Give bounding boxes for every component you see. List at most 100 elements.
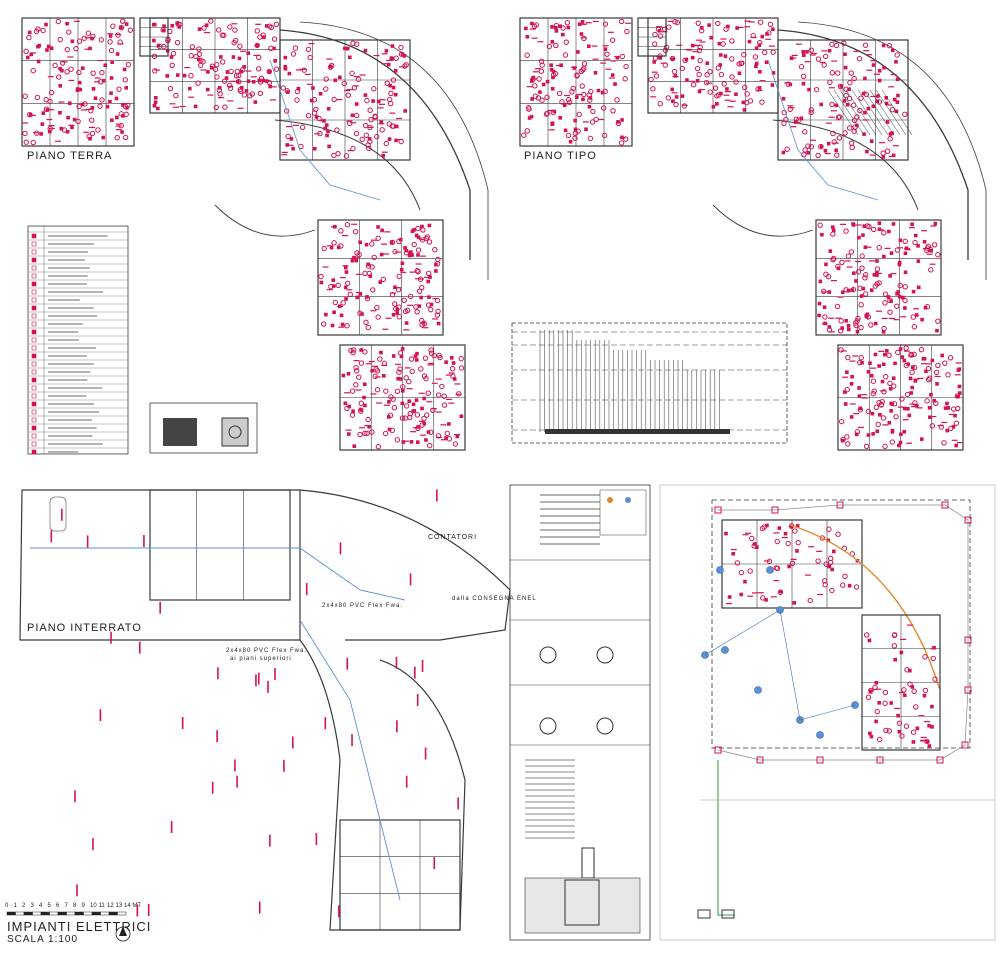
plan-ground-right-wing-device <box>426 279 431 284</box>
site-building-right-device <box>930 704 934 709</box>
plan-typical-bottom-wing-device <box>875 421 881 428</box>
plan-typical-bottom-wing-device <box>849 382 854 386</box>
plan-ground-bottom-wing-device <box>352 444 357 448</box>
plan-typical-left-wing-device <box>581 35 587 42</box>
plan-ground-bottom-wing-device <box>377 356 383 362</box>
plan-ground-curved-rooms-device <box>349 70 355 77</box>
plan-typical-curved-rooms-device <box>829 41 835 47</box>
plan-typical-right-wing-device <box>855 329 860 334</box>
plan-typical-right-wing-device <box>857 285 863 291</box>
plan-ground-left-wing-device <box>115 115 119 120</box>
plan-ground-bottom-wing-device <box>441 393 447 399</box>
plan-typical-right-wing-device <box>855 315 861 322</box>
plan-ground-middle-wing-device <box>273 59 277 63</box>
plan-typical-right-wing-device <box>861 286 865 291</box>
plan-ground-bottom-wing-device <box>370 368 374 373</box>
plan-ground-middle-wing-device <box>196 46 202 52</box>
plan-typical-right-wing-device <box>840 326 844 330</box>
plan-typical-right-wing-device <box>817 222 823 228</box>
plan-typical-curved-rooms-device <box>799 116 804 121</box>
plan-ground-left-wing-device <box>125 61 132 68</box>
plan-typical-middle-wing-device <box>690 43 695 48</box>
plan-ground-bottom-wing-device <box>452 441 459 447</box>
legend-symbol <box>31 337 37 343</box>
site-building-top-device <box>766 558 773 564</box>
plan-ground-curved-rooms-device <box>323 76 329 82</box>
plan-ground-curved-rooms-device <box>312 146 317 151</box>
plan-ground-bottom-wing-device <box>365 416 371 423</box>
plan-ground-left-wing-device <box>105 104 110 109</box>
plan-typical-curved-rooms-device <box>808 107 815 113</box>
plan-ground-right-wing-device <box>421 320 426 325</box>
scale-bar-segment <box>49 911 59 916</box>
plan-typical-right-wing-walls <box>815 219 942 336</box>
plan-ground-left-wing-device <box>76 38 83 44</box>
plan-typical-bottom-wing-device <box>889 409 893 413</box>
plan-ground-bottom-wing-device <box>449 365 456 372</box>
plan-typical-left-wing-device <box>524 52 530 58</box>
plan-ground-bottom-wing-device <box>415 351 419 356</box>
plan-typical-right-wing-device <box>862 291 869 297</box>
plan-ground-curved-rooms-device <box>372 113 378 119</box>
plan-typical-left-wing-device <box>551 69 556 74</box>
plan-typical-middle-wing-device <box>685 78 689 82</box>
plan-ground-right-wing-walls <box>317 219 444 336</box>
plan-ground-middle-wing-device <box>241 92 248 98</box>
plan-ground-curved-rooms-device <box>345 46 350 51</box>
plan-typical-curved-rooms-device <box>848 70 854 76</box>
plan-ground-bottom-wing-device <box>450 356 454 360</box>
plan-ground-middle-wing-device <box>208 18 214 24</box>
plan-ground-bottom-wing-device <box>341 373 346 378</box>
plan-typical-bottom-wing-device <box>940 353 944 358</box>
plan-typical-bottom-wing-device <box>881 389 887 395</box>
plan-typical-bottom-wing-device <box>907 413 912 418</box>
plan-ground-middle-wing-device <box>237 56 242 61</box>
plan-typical-right-wing-device <box>873 321 878 326</box>
site-building-right-device <box>896 713 900 718</box>
plan-ground-right-wing-device <box>380 276 386 283</box>
legend-symbol <box>31 321 37 327</box>
plan-typical-curved-rooms-device <box>880 150 886 156</box>
plan-typical-bottom-wing-device <box>957 367 962 371</box>
plan-typical-right-wing-device <box>888 274 892 278</box>
plan-ground-curved-rooms-device <box>388 83 392 88</box>
plan-ground-curve-outer-2 <box>299 21 489 280</box>
plan-typical-middle-wing-device <box>741 84 748 91</box>
sheet-title: IMPIANTI ELETTRICI <box>7 919 152 934</box>
plan-typical-curved-rooms-device <box>819 102 823 107</box>
plan-ground-left-wing-device <box>109 91 113 95</box>
plan-ground-middle-wing-device <box>214 61 220 68</box>
plan-typical-left-wing-device <box>618 18 625 25</box>
plan-typical-left-wing-device <box>530 97 534 101</box>
detail-pipe-3 <box>539 717 557 735</box>
scale-bar-segment <box>100 911 110 916</box>
plan-typical-bottom-wing-device <box>935 362 941 369</box>
plan-typical-right-wing-device <box>935 318 941 324</box>
plan-ground-bottom-wing-device <box>348 347 354 354</box>
plan-ground-bottom-wing-device <box>391 354 396 358</box>
plan-ground-right-wing-device <box>434 269 438 273</box>
plan-typical-middle-wing-device <box>715 65 722 71</box>
plan-ground-bottom-wing-device <box>428 347 434 353</box>
plan-typical-left-wing-device <box>577 22 582 27</box>
plan-ground-middle-wing-device <box>152 38 156 43</box>
site-lamp-circuit <box>717 504 969 761</box>
plan-ground-curved-rooms-device <box>362 122 369 129</box>
plan-ground-right-wing-device <box>416 235 421 240</box>
plan-ground-left-wing-device <box>90 105 95 110</box>
legend-symbol <box>31 449 37 455</box>
plan-typical-curved-rooms-device <box>801 53 806 58</box>
plan-typical-right-wing-device <box>817 313 821 318</box>
plan-typical-right-wing-device <box>903 251 908 256</box>
plan-ground-middle-wing-device <box>233 73 240 79</box>
plan-typical-middle-wing-device <box>747 39 752 44</box>
site-building-right-device <box>925 740 930 744</box>
plan-ground-left-wing-device <box>29 52 34 57</box>
plan-typical-middle-wing-device <box>652 55 659 61</box>
legend-symbol <box>31 257 37 263</box>
plan-typical-curved-rooms-device <box>839 84 843 88</box>
plan-typical-left-wing-device <box>615 120 622 127</box>
details-frame <box>509 484 651 941</box>
plan-ground-middle-wing-device <box>255 66 262 72</box>
plan-typical-right-wing-device <box>881 230 887 236</box>
